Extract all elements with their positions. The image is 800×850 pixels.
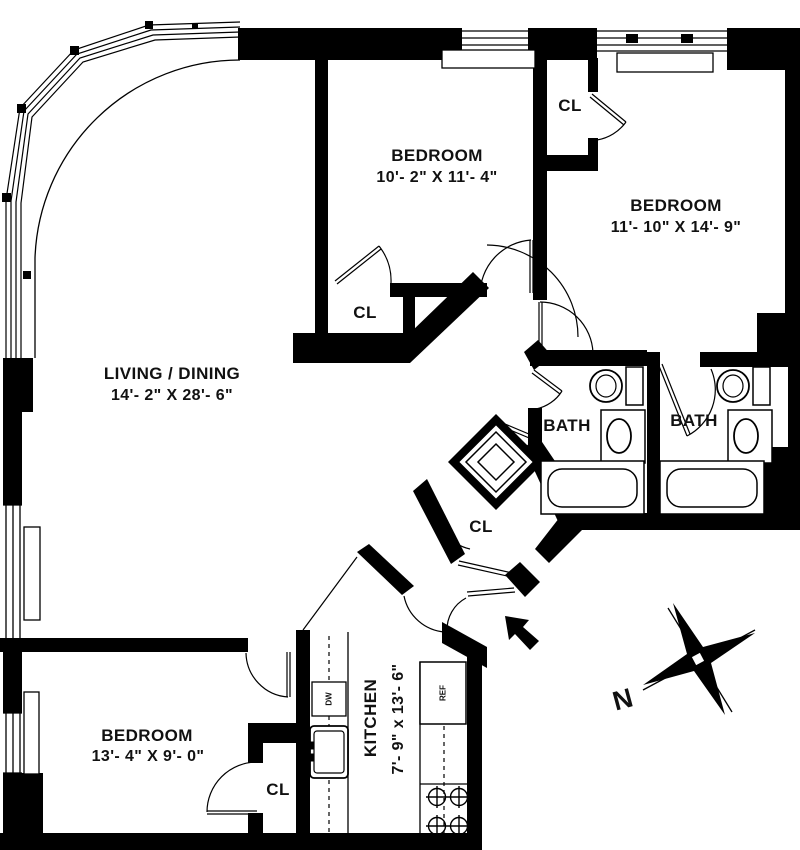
bedroom-right-label: BEDROOM bbox=[630, 196, 722, 215]
bath-left-label: BATH bbox=[543, 416, 591, 435]
bedroom-right-dimensions: 11'- 10" X 14'- 9" bbox=[610, 219, 742, 236]
doors bbox=[206, 93, 716, 815]
stove-burners bbox=[426, 786, 470, 837]
bedroom-top-dimensions: 10'- 2" X 11'- 4" bbox=[376, 169, 498, 186]
walls bbox=[0, 21, 800, 850]
closet-hall-label: CL bbox=[469, 517, 493, 536]
refrigerator-label: REF bbox=[438, 685, 448, 701]
dishwasher-box bbox=[311, 681, 347, 717]
closet-middle-label: CL bbox=[353, 303, 377, 322]
kitchen-label: KITCHEN bbox=[361, 678, 380, 758]
toilet-tank bbox=[625, 366, 644, 406]
shower-stall bbox=[456, 422, 536, 502]
entry-arrow-icon bbox=[505, 616, 539, 650]
dishwasher-label: DW bbox=[324, 692, 334, 706]
kitchen-dimensions: 7'- 9" x 13'- 6" bbox=[390, 663, 407, 775]
toilet-tank bbox=[752, 366, 771, 406]
closet-bedroom-bottom-label: CL bbox=[266, 780, 290, 799]
bath-fixtures bbox=[540, 366, 773, 515]
compass-rose-icon bbox=[642, 603, 756, 715]
bedroom-top-label: BEDROOM bbox=[391, 146, 483, 165]
kitchen-sink-icon bbox=[309, 725, 349, 779]
curved-window-bay bbox=[5, 21, 241, 358]
living-room-dimensions: 14'- 2" X 28'- 6" bbox=[110, 387, 234, 404]
refrigerator-box bbox=[419, 661, 467, 725]
bedroom-bottom-dimensions: 13'- 4" X 9'- 0" bbox=[91, 748, 205, 765]
bath-right-label: BATH bbox=[670, 411, 718, 430]
bedroom-bottom-label: BEDROOM bbox=[101, 726, 193, 745]
kitchen-fixtures bbox=[305, 632, 470, 848]
windows bbox=[3, 28, 727, 775]
closet-top-label: CL bbox=[558, 96, 582, 115]
living-room-label: LIVING / DINING bbox=[103, 364, 241, 383]
